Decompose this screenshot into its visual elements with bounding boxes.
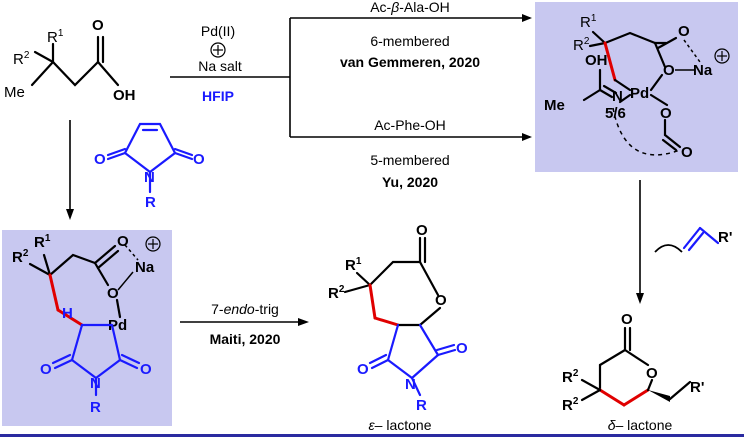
svg-text:O: O: [107, 285, 119, 302]
svg-text:O: O: [435, 292, 447, 309]
svg-text:Me: Me: [4, 84, 25, 101]
maleimide-reagent: O O N R: [94, 122, 205, 211]
solvent-label: HFIP: [202, 88, 234, 104]
svg-text:R2: R2: [328, 284, 345, 302]
svg-text:O: O: [140, 361, 152, 378]
svg-text:O: O: [678, 23, 690, 40]
svg-text:O: O: [416, 222, 428, 239]
carboxylic-acid-substrate: R2 R1 Me O OH: [4, 17, 136, 104]
svg-text:Na: Na: [135, 259, 155, 276]
bottom-rule: [0, 434, 744, 437]
pd-intermediate-bottom: R2 R1 O O Na Pd H O O N R: [12, 233, 161, 416]
epsilon-lactone-label: ε– lactone: [369, 417, 432, 433]
catalyst-label: Pd(II): [201, 23, 235, 39]
ring-size-top: 6-membered: [370, 33, 449, 49]
svg-text:O: O: [681, 144, 693, 161]
olefin-substituent: R': [718, 229, 732, 246]
pd-complex-top: R1 R2 O O Na Pd O O 5/6 N OH Me: [544, 13, 730, 161]
reaction-conditions: Pd(II) Na salt HFIP: [198, 23, 242, 104]
reference-cyclization: Maiti, 2020: [210, 331, 281, 347]
svg-text:O: O: [621, 311, 633, 328]
svg-text:R: R: [416, 397, 427, 414]
ligand-top: Ac-β-Ala-OH: [370, 0, 450, 15]
ligand-bottom: Ac-Phe-OH: [374, 117, 446, 133]
svg-text:R: R: [90, 399, 101, 416]
cyclization-mode: 7-endo-trig: [211, 301, 279, 317]
reference-bottom: Yu, 2020: [382, 174, 438, 190]
pd-complex-box-top-right: [535, 2, 738, 172]
svg-text:O: O: [40, 361, 52, 378]
svg-text:R: R: [145, 194, 156, 211]
svg-text:Na: Na: [693, 62, 713, 79]
pd-label-5-6: 5/6: [605, 105, 626, 122]
svg-text:N: N: [144, 169, 155, 186]
delta-lactone-product: O O R' R2 R2 δ– lactone: [562, 311, 704, 433]
svg-text:R2: R2: [13, 50, 30, 68]
svg-text:H: H: [62, 305, 73, 322]
svg-text:N: N: [612, 88, 623, 105]
svg-text:O: O: [456, 340, 468, 357]
svg-text:O: O: [94, 151, 106, 168]
svg-text:O: O: [357, 361, 369, 378]
svg-text:O: O: [92, 17, 104, 34]
pd-complex-box-bottom-left: [2, 230, 172, 426]
svg-text:O: O: [193, 151, 205, 168]
svg-text:Me: Me: [544, 97, 565, 114]
svg-text:N: N: [405, 376, 416, 393]
reference-top: van Gemmeren, 2020: [340, 54, 480, 70]
svg-text:O: O: [663, 62, 675, 79]
salt-label: Na salt: [198, 58, 242, 74]
epsilon-lactone-product: R1 R2 O O O O N R ε– lactone: [328, 222, 468, 433]
svg-text:Pd: Pd: [630, 85, 649, 102]
svg-text:R1: R1: [345, 256, 362, 274]
svg-text:N: N: [90, 375, 101, 392]
svg-text:OH: OH: [585, 52, 608, 69]
svg-text:R': R': [690, 379, 704, 396]
svg-text:OH: OH: [113, 87, 136, 104]
olefin-reagent: R': [682, 226, 732, 252]
svg-text:R2: R2: [562, 396, 579, 414]
delta-lactone-label: δ– lactone: [608, 417, 673, 433]
svg-text:O: O: [117, 233, 129, 250]
svg-text:R2: R2: [562, 368, 579, 386]
svg-text:O: O: [646, 365, 658, 382]
svg-text:O: O: [660, 105, 672, 122]
svg-text:R1: R1: [47, 28, 64, 46]
ring-size-bottom: 5-membered: [370, 152, 449, 168]
